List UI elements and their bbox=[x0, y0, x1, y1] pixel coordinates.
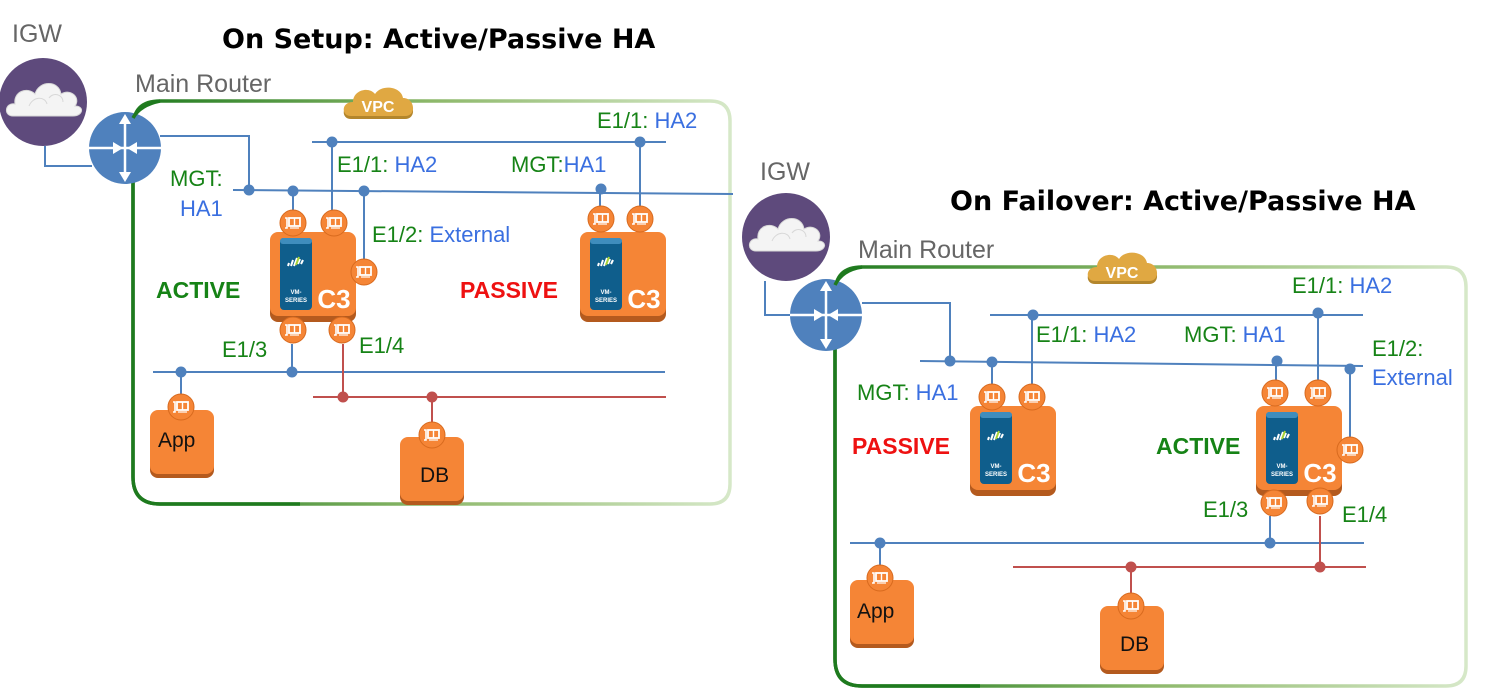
eni-icon bbox=[320, 209, 348, 237]
main-router-icon bbox=[87, 110, 163, 186]
e11-ha2-label: E1/1: HA2 bbox=[1292, 273, 1392, 298]
blue-junctions bbox=[874, 307, 1356, 549]
mgt-ha1-label: MGT:HA1 bbox=[511, 152, 606, 177]
main-router-icon bbox=[788, 277, 864, 353]
red-links bbox=[1013, 516, 1366, 594]
eni-icon bbox=[1117, 592, 1145, 620]
igw-icon bbox=[0, 57, 88, 147]
igw-icon bbox=[741, 192, 831, 282]
db-label: DB bbox=[420, 464, 449, 487]
firewall-passive[interactable] bbox=[579, 231, 667, 323]
firewall-active[interactable] bbox=[269, 231, 357, 323]
e12-external-label: E1/2: External bbox=[372, 222, 510, 247]
app-label: App bbox=[857, 600, 894, 623]
red-junctions bbox=[1125, 561, 1326, 573]
red-junctions bbox=[337, 391, 438, 403]
panel-title: On Setup: Active/Passive HA bbox=[222, 24, 655, 55]
app-label: App bbox=[158, 429, 195, 452]
eni-icon bbox=[418, 421, 446, 449]
e12-label: E1/2: bbox=[1372, 336, 1423, 361]
panel-setup: On Setup: Active/Passive HA VPC IGW Main… bbox=[0, 20, 734, 506]
state-passive: PASSIVE bbox=[852, 433, 950, 459]
eni-icon bbox=[866, 564, 894, 592]
e11-ha2-label: E1/1: HA2 bbox=[597, 108, 697, 133]
db-label: DB bbox=[1120, 633, 1149, 656]
e11-ha2-label: E1/1: HA2 bbox=[1036, 322, 1136, 347]
e13-label: E1/3 bbox=[1203, 497, 1248, 522]
state-active: ACTIVE bbox=[156, 277, 240, 303]
firewall-passive[interactable] bbox=[969, 405, 1057, 497]
state-passive: PASSIVE bbox=[460, 277, 558, 303]
vpc-label: VPC bbox=[1106, 265, 1139, 282]
eni-icon bbox=[350, 258, 378, 286]
e11-ha2-label: E1/1: HA2 bbox=[337, 152, 437, 177]
router-label: Main Router bbox=[858, 236, 994, 264]
mgt-ha1-label: MGT: HA1 bbox=[1184, 322, 1285, 347]
state-active: ACTIVE bbox=[1156, 433, 1240, 459]
igw-label: IGW bbox=[12, 20, 62, 48]
e14-label: E1/4 bbox=[359, 333, 404, 358]
e14-label: E1/4 bbox=[1342, 502, 1387, 527]
eni-icon bbox=[978, 383, 1006, 411]
eni-icon bbox=[1018, 383, 1046, 411]
eni-icon bbox=[626, 205, 654, 233]
eni-icon bbox=[279, 209, 307, 237]
eni-icon bbox=[587, 205, 615, 233]
eni-icon bbox=[1261, 379, 1289, 407]
eni-icon bbox=[167, 393, 195, 421]
e13-label: E1/3 bbox=[222, 337, 267, 362]
igw-label: IGW bbox=[760, 158, 810, 186]
ha1-label: HA1 bbox=[180, 196, 223, 221]
eni-icon bbox=[279, 316, 307, 344]
panel-title: On Failover: Active/Passive HA bbox=[950, 186, 1416, 217]
firewall-active[interactable] bbox=[1255, 405, 1343, 497]
eni-icon bbox=[328, 316, 356, 344]
eni-icon bbox=[1336, 436, 1364, 464]
eni-icon bbox=[1260, 489, 1288, 517]
mgt-label: MGT: bbox=[170, 166, 223, 191]
panel-failover: On Failover: Active/Passive HA VPC IGW M… bbox=[741, 158, 1468, 688]
router-label: Main Router bbox=[135, 70, 271, 98]
eni-icon bbox=[1306, 487, 1334, 515]
mgt-ha1-label: MGT: HA1 bbox=[857, 380, 958, 405]
vpc-label: VPC bbox=[362, 99, 395, 116]
blue-junctions bbox=[175, 136, 646, 378]
eni-icon bbox=[1304, 379, 1332, 407]
external-label: External bbox=[1372, 365, 1453, 390]
